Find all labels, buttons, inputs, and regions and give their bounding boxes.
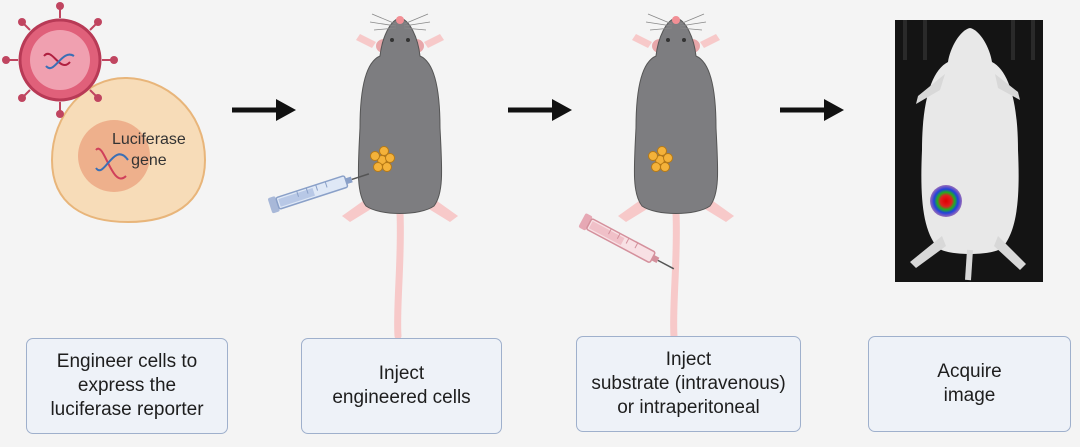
syringe-icon	[268, 173, 370, 214]
step-2-box: Inject engineered cells	[301, 338, 502, 434]
virus-icon	[2, 2, 118, 118]
bioluminescence-image	[895, 20, 1043, 282]
mouse-icon	[618, 14, 734, 336]
cell-icon	[50, 76, 207, 224]
step-3-label: Inject substrate (intravenous) or intrap…	[591, 349, 786, 418]
luciferase-gene-label: Luciferase gene	[112, 131, 186, 169]
arrow-icon	[232, 99, 296, 121]
step-2-label: Inject engineered cells	[332, 363, 471, 408]
mouse-icon	[342, 14, 458, 336]
step-4-box: Acquire image	[868, 336, 1071, 432]
arrow-icon	[508, 99, 572, 121]
step-1-label: Engineer cells to express the luciferase…	[50, 351, 204, 420]
step-3-box: Inject substrate (intravenous) or intrap…	[576, 336, 801, 432]
step-4-label: Acquire image	[937, 361, 1002, 406]
step-1-box: Engineer cells to express the luciferase…	[26, 338, 228, 434]
arrow-icon	[780, 99, 844, 121]
dna-icon	[95, 147, 129, 180]
syringe-icon	[578, 213, 675, 270]
